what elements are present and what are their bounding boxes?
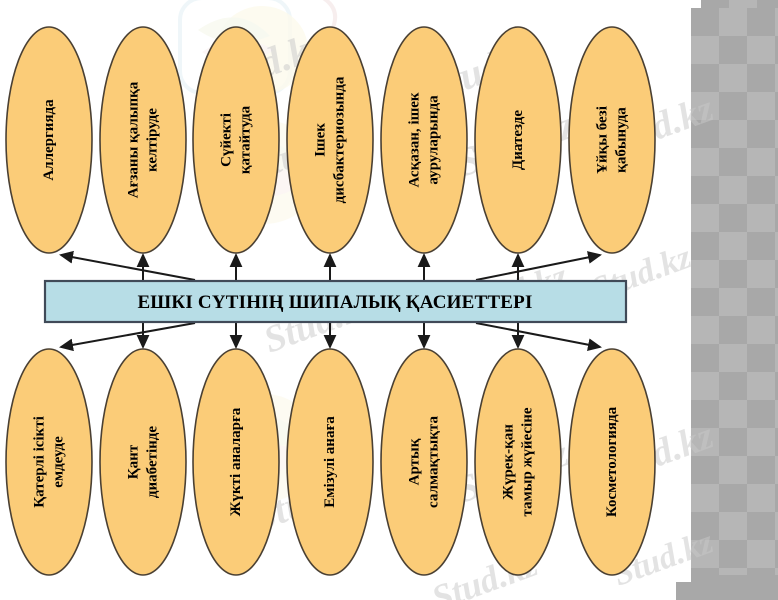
node-top-4-label: дисбактериозында	[332, 76, 348, 203]
connector-arrow	[59, 250, 196, 281]
node-top-6-shape	[474, 26, 562, 254]
node-top-7-label: қабынуда	[614, 107, 630, 173]
arrow-layer	[59, 250, 602, 352]
node-bottom-3: Жүкті аналарға	[192, 348, 280, 576]
node-top-1: Аллергияда	[5, 26, 93, 254]
side-panel	[691, 8, 778, 575]
node-bottom-1-shape	[5, 348, 93, 576]
connector-arrow	[59, 322, 196, 352]
node-top-2-label: Ағзаны қалыпқа	[126, 81, 142, 198]
node-top-2-shape	[99, 26, 187, 254]
node-top-3-label: қатайтуда	[238, 105, 254, 174]
node-top-7-label: Ұйқы безі	[595, 106, 611, 174]
node-top-5-label: ауруларында	[426, 95, 442, 185]
node-bottom-2-shape	[99, 348, 187, 576]
node-bottom-3-label: Жүкті аналарға	[228, 407, 244, 516]
node-bottom-7-shape	[568, 348, 656, 576]
node-top-6: Диатезде	[474, 26, 562, 254]
node-bottom-6-label: тамыр жүйесіне	[520, 407, 536, 516]
node-bottom-2-label: диабетінде	[145, 426, 161, 498]
connector-arrow	[475, 251, 602, 281]
node-top-7-shape	[568, 26, 656, 254]
node-bottom-4-label: Емізулі анаға	[322, 416, 338, 508]
node-bottom-2-label: Қант	[126, 444, 142, 479]
node-bottom-5-label: салмақтықта	[426, 416, 442, 508]
node-bottom-1-label: Қатерлі ісікті	[32, 416, 48, 508]
node-top-5-label: Асқазан, ішек	[407, 92, 423, 187]
side-panel-notch	[701, 0, 778, 9]
node-top-4-shape	[286, 26, 374, 254]
side-panel-foot-extension	[676, 582, 778, 600]
node-top-6-label: Диатезде	[510, 110, 526, 170]
center-banner-label: ЕШКІ СҮТІНІҢ ШИПАЛЫҚ ҚАСИЕТТЕРІ	[137, 292, 532, 313]
node-top-4-label: Ішек	[313, 123, 329, 157]
node-top-5-shape	[380, 26, 468, 254]
node-top-2-label: келтіруде	[145, 108, 161, 172]
node-top-1-shape	[5, 26, 93, 254]
node-bottom-5-shape	[380, 348, 468, 576]
node-bottom-1-label: емдеуде	[51, 436, 67, 488]
node-top-3-label: Сүйекті	[219, 113, 235, 167]
node-bottom-7: Косметологияда	[568, 348, 656, 576]
node-top-3-shape	[192, 26, 280, 254]
node-bottom-7-label: Косметологияда	[604, 406, 620, 517]
node-bottom-3-shape	[192, 348, 280, 576]
node-bottom-4: Емізулі анаға	[286, 348, 374, 576]
center-banner: ЕШКІ СҮТІНІҢ ШИПАЛЫҚ ҚАСИЕТТЕРІ	[43, 279, 628, 324]
node-bottom-4-shape	[286, 348, 374, 576]
node-bottom-6-shape	[474, 348, 562, 576]
connector-arrow	[475, 322, 602, 352]
node-top-1-label: Аллергияда	[41, 99, 57, 181]
node-bottom-5-label: Артық	[407, 438, 423, 485]
node-bottom-6-label: Жүрек-қан	[501, 424, 517, 500]
